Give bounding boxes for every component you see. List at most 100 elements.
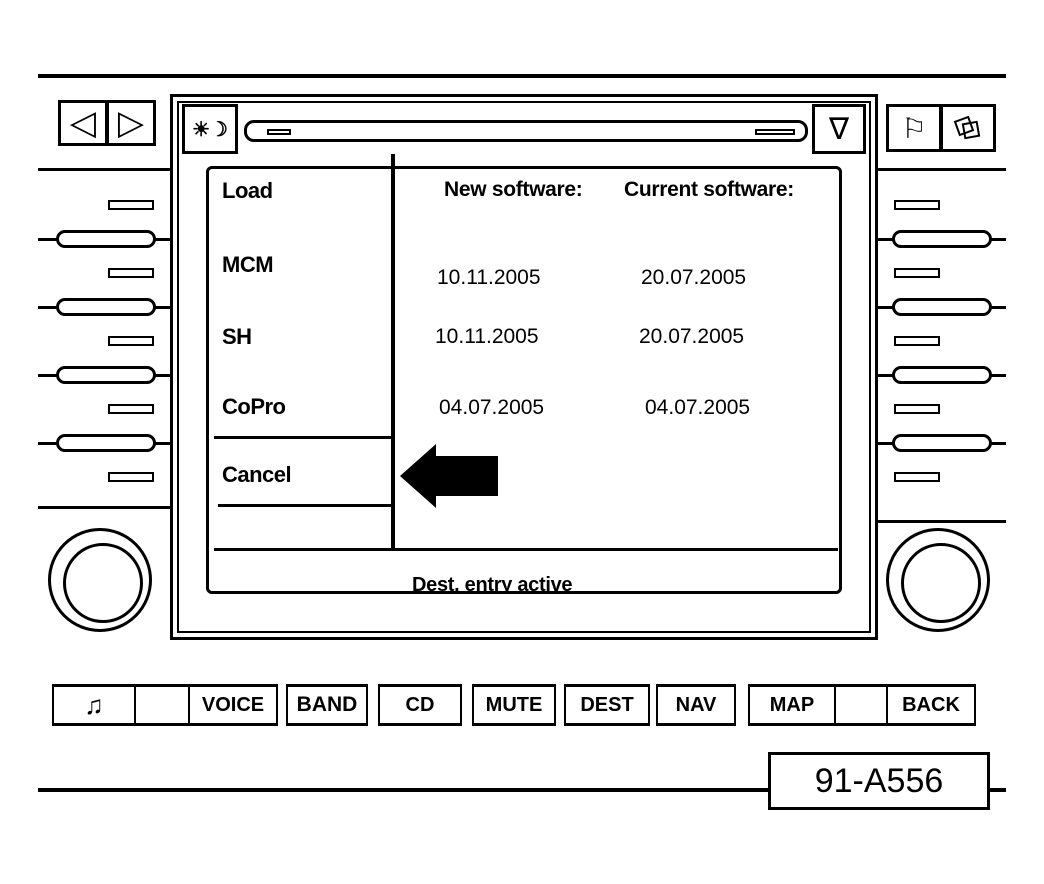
voice-key[interactable]: VOICE — [188, 684, 278, 726]
cd-key-label: CD — [405, 693, 435, 716]
right-softkey-2[interactable] — [892, 298, 992, 316]
day-night-icon: ☀☽ — [192, 118, 228, 141]
tune-knob-inner — [901, 543, 981, 623]
left-indicator-1 — [108, 200, 154, 210]
menu-item-copro[interactable]: CoPro — [222, 394, 286, 419]
screen-bezel-inner — [177, 101, 871, 633]
display-screen — [206, 166, 842, 594]
blank-key-2[interactable] — [834, 684, 888, 726]
left-softkey-4-line-r — [154, 442, 172, 445]
left-softkey-3-line-r — [154, 374, 172, 377]
left-softkey-1[interactable] — [56, 230, 156, 248]
top-rule — [38, 74, 1006, 78]
left-softkey-2[interactable] — [56, 298, 156, 316]
right-indicator-4 — [894, 404, 940, 414]
traffic-info-icon — [953, 115, 981, 140]
figure-id-box: 91-A556 — [768, 752, 990, 810]
audio-key[interactable]: ♫ — [52, 684, 136, 726]
cd-slot-left-mark — [267, 129, 291, 135]
right-indicator-3 — [894, 336, 940, 346]
left-softkey-1-line — [38, 238, 58, 241]
left-softkey-2-line-r — [154, 306, 172, 309]
right-indicator-2 — [894, 268, 940, 278]
right-softkey-1-line-l — [876, 238, 894, 241]
status-text: Dest. entry active — [412, 574, 573, 592]
sh-current-version: 20.07.2005 — [639, 325, 745, 348]
right-softkey-3-line-l — [876, 374, 894, 377]
right-softkey-2-line-l — [876, 306, 894, 309]
info-button[interactable] — [940, 104, 996, 152]
left-softkey-2-line — [38, 306, 58, 309]
bottom-rule-right — [990, 788, 1006, 792]
prev-button[interactable]: ◁ — [58, 100, 108, 146]
band-key-label: BAND — [296, 693, 358, 716]
day-night-button[interactable]: ☀☽ — [182, 104, 238, 154]
left-indicator-4 — [108, 404, 154, 414]
left-softkey-3[interactable] — [56, 366, 156, 384]
nav-key[interactable]: NAV — [656, 684, 736, 726]
bottom-rule-left — [38, 788, 770, 792]
menu-item-mcm[interactable]: MCM — [222, 252, 274, 277]
flag-button[interactable]: ⚐ — [886, 104, 942, 152]
cancel-bottom-line — [218, 504, 392, 507]
back-key[interactable]: BACK — [886, 684, 976, 726]
copro-new-version: 04.07.2005 — [439, 396, 545, 419]
mcm-new-version: 10.11.2005 — [437, 266, 541, 289]
menu-item-cancel[interactable]: Cancel — [222, 462, 292, 487]
mute-key-label: MUTE — [485, 693, 543, 716]
menu-item-load[interactable]: Load — [222, 178, 273, 203]
next-button[interactable]: ▷ — [106, 100, 156, 146]
selection-arrow-icon — [400, 444, 498, 508]
tune-knob[interactable] — [886, 528, 990, 632]
blank-key[interactable] — [134, 684, 190, 726]
left-arrow-icon: ◁ — [69, 104, 97, 142]
volume-knob[interactable] — [48, 528, 152, 632]
right-panel-bottom-line — [876, 520, 1006, 523]
left-panel-bottom-line — [38, 506, 172, 509]
cd-slot — [244, 120, 808, 142]
right-indicator-5 — [894, 472, 940, 482]
right-softkey-3-line — [990, 374, 1006, 377]
dest-key-label: DEST — [580, 693, 634, 716]
right-indicator-1 — [894, 200, 940, 210]
eject-button[interactable]: ∇ — [812, 104, 866, 154]
map-key[interactable]: MAP — [748, 684, 836, 726]
mcm-current-version: 20.07.2005 — [641, 266, 747, 289]
screen-bezel — [170, 94, 878, 640]
back-key-label: BACK — [902, 693, 960, 716]
left-softkey-4[interactable] — [56, 434, 156, 452]
right-softkey-1-line — [990, 238, 1006, 241]
right-softkey-3[interactable] — [892, 366, 992, 384]
band-key[interactable]: BAND — [286, 684, 368, 726]
left-panel-top-line — [38, 168, 172, 171]
right-arrow-icon: ▷ — [117, 104, 145, 142]
left-softkey-1-line-r — [154, 238, 172, 241]
right-softkey-4-line — [990, 442, 1006, 445]
left-indicator-5 — [108, 472, 154, 482]
dest-key[interactable]: DEST — [564, 684, 650, 726]
cancel-top-line — [214, 436, 392, 439]
volume-knob-inner — [63, 543, 143, 623]
menu-item-sh[interactable]: SH — [222, 324, 252, 349]
music-note-icon: ♫ — [84, 689, 104, 720]
figure-id: 91-A556 — [814, 761, 944, 800]
left-indicator-2 — [108, 268, 154, 278]
flag-icon: ⚐ — [901, 112, 927, 144]
header-current-software: Current software: — [624, 178, 794, 201]
left-softkey-4-line — [38, 442, 58, 445]
right-softkey-1[interactable] — [892, 230, 992, 248]
status-divider — [214, 548, 838, 551]
right-softkey-2-line — [990, 306, 1006, 309]
cd-key[interactable]: CD — [378, 684, 462, 726]
header-new-software: New software: — [444, 178, 583, 201]
left-indicator-3 — [108, 336, 154, 346]
map-key-label: MAP — [769, 693, 815, 716]
right-softkey-4-line-l — [876, 442, 894, 445]
right-panel-top-line — [876, 168, 1006, 171]
nav-key-label: NAV — [675, 693, 717, 716]
menu-divider — [391, 154, 395, 550]
right-softkey-4[interactable] — [892, 434, 992, 452]
cd-slot-right-mark — [755, 129, 795, 135]
mute-key[interactable]: MUTE — [472, 684, 556, 726]
eject-icon: ∇ — [828, 112, 850, 146]
